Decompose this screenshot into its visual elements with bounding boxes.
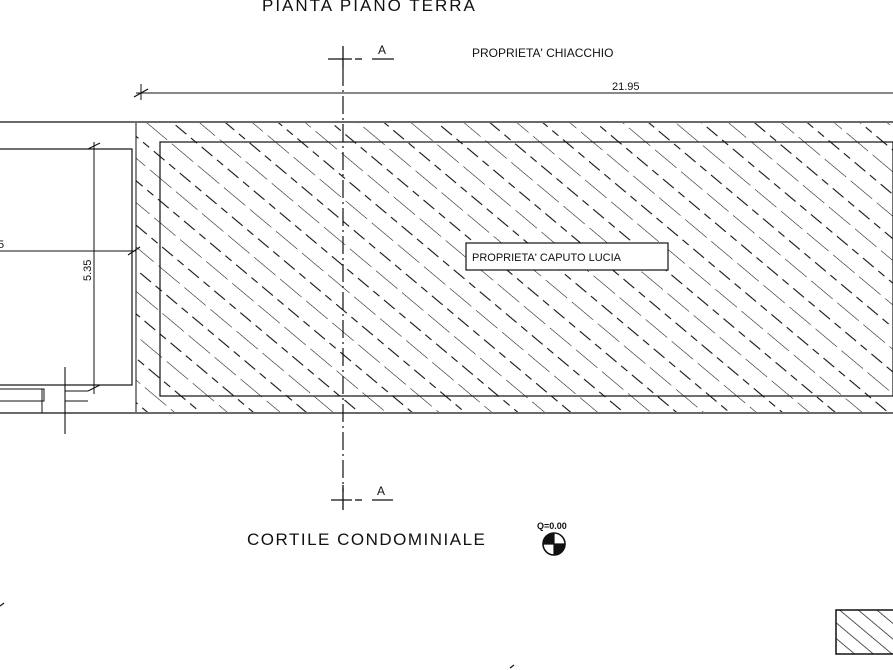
section-label-top: A <box>378 43 386 57</box>
level-symbol-icon <box>542 532 566 556</box>
left-dimension-value: 5.35 <box>82 260 94 281</box>
bottom-fragment-mark <box>509 664 515 669</box>
legend-hatch-swatch <box>835 609 893 655</box>
section-marker-bottom: A <box>331 484 393 510</box>
overall-dimension-value: 21.95 <box>612 81 640 93</box>
overall-dimension: 21.95 <box>133 81 893 100</box>
neighbor-property-label: PROPRIETA' CHIACCHIO <box>472 46 613 60</box>
section-label-bottom: A <box>377 484 385 498</box>
level-marker: Q=0.00 <box>537 521 567 556</box>
left-dimension-fragment: 5 <box>0 239 4 251</box>
property-hatched-area <box>135 123 893 412</box>
building-walls <box>0 121 893 414</box>
main-property-label-box: PROPRIETA' CAPUTO LUCIA <box>465 242 669 271</box>
edge-tick <box>0 602 5 607</box>
section-marker-top: A <box>328 43 394 68</box>
main-property-label: PROPRIETA' CAPUTO LUCIA <box>472 252 622 264</box>
left-room: 5.35 5 <box>0 142 141 434</box>
drawing-title: PIANTA PIANO TERRA <box>262 0 477 15</box>
courtyard-label: CORTILE CONDOMINIALE <box>247 530 486 549</box>
level-marker-value: Q=0.00 <box>537 521 567 531</box>
